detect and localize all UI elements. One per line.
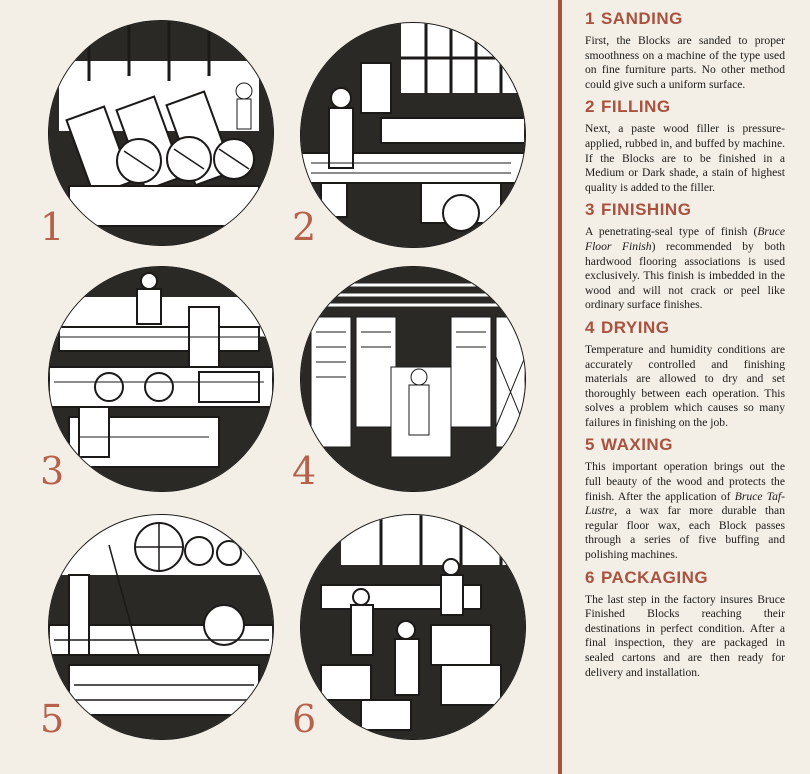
section-heading: DRYING [600, 317, 670, 337]
section-heading: FILLING [600, 97, 671, 117]
section-body: First, the Blocks are sanded to proper s… [585, 34, 785, 91]
illustration-number: 3 [40, 449, 65, 493]
section-heading: FINISHING [600, 200, 692, 220]
illustration-number: 2 [292, 205, 317, 249]
illustration-number: 6 [292, 697, 317, 741]
illustration-sanding [48, 20, 274, 246]
packaging-illustration-art [301, 515, 525, 739]
section-body: Temperature and humidity conditions are … [585, 342, 785, 429]
illustration-drying [300, 266, 526, 492]
illustration-number: 1 [40, 205, 65, 249]
section-title: 1 SANDING [585, 8, 785, 30]
column-divider [558, 0, 562, 774]
section-body: The last step in the factory insures Bru… [585, 592, 785, 679]
filling-illustration-art [301, 23, 525, 247]
waxing-illustration-art [49, 515, 273, 739]
product-name: Bruce Taf-Lustre [585, 489, 786, 518]
section-number: 1 [585, 9, 595, 28]
section-number: 4 [585, 317, 595, 337]
product-name: Bruce Floor Finish [585, 225, 785, 253]
body-text: , a wax far more durable than regular fl… [585, 504, 785, 562]
illustration-packaging [300, 514, 526, 740]
illustration-finishing [48, 266, 274, 492]
sanding-illustration-art [49, 21, 273, 245]
section-number: 3 [585, 200, 595, 220]
body-text: This important operation brings out the … [585, 460, 785, 503]
process-text-column: 1 SANDING First, the Blocks are sanded to… [585, 8, 785, 684]
illustration-number: 4 [292, 449, 317, 493]
finishing-illustration-art [49, 267, 273, 491]
section-body: This important operation brings out the … [585, 460, 785, 562]
section-heading: SANDING [600, 9, 683, 28]
illustration-number: 5 [40, 697, 65, 741]
drying-illustration-art [301, 267, 525, 491]
section-number: 6 [585, 567, 595, 587]
illustration-waxing [48, 514, 274, 740]
section-heading: WAXING [600, 435, 673, 455]
section-sanding: 1 SANDING First, the Blocks are sanded to… [585, 8, 785, 92]
illustration-filling [300, 22, 526, 248]
section-number: 5 [585, 435, 595, 455]
section-number: 2 [585, 97, 595, 117]
section-body: A penetrating-seal type of finish (Bruce… [585, 225, 785, 313]
illustration-grid: 1 2 [40, 20, 526, 741]
body-text: ) recommended by both hardwood flooring … [585, 239, 785, 312]
section-heading: PACKAGING [600, 567, 709, 587]
section-body: Next, a paste wood filler is pressure-ap… [585, 122, 785, 194]
body-text: A penetrating-seal type of finish ( [585, 225, 758, 239]
